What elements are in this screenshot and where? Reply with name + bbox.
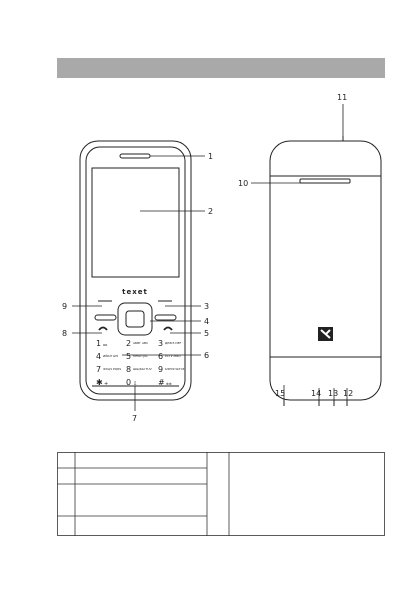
brand-badge-icon	[318, 327, 333, 341]
end-call-icon	[163, 326, 173, 331]
brand-logo: texet	[122, 288, 148, 296]
callout-12: 12	[343, 389, 353, 398]
call-icon	[98, 326, 108, 331]
phone-front-view	[79, 140, 192, 401]
table-border	[57, 452, 385, 536]
svg-text:#: #	[158, 378, 165, 387]
right-function-key	[154, 314, 177, 321]
callout-3: 3	[204, 302, 209, 311]
svg-text:ФХЦЧ PQRS: ФХЦЧ PQRS	[103, 367, 121, 371]
svg-text:3: 3	[158, 339, 163, 348]
left-function-key	[94, 314, 117, 321]
callout-13: 13	[328, 389, 338, 398]
svg-text:⇩: ⇩	[133, 381, 137, 387]
svg-text:9: 9	[158, 365, 163, 374]
phone-back-view	[269, 136, 382, 406]
callout-6: 6	[204, 351, 209, 360]
svg-text:oo: oo	[103, 343, 107, 347]
callout-14: 14	[311, 389, 321, 398]
svg-text:⊕⊕: ⊕⊕	[166, 382, 172, 386]
svg-text:ИЙКЛ GHI: ИЙКЛ GHI	[103, 353, 118, 358]
svg-text:ЬЭЮЯ WXYZ: ЬЭЮЯ WXYZ	[165, 367, 184, 371]
display-screen	[91, 167, 180, 278]
front-callout-lines	[72, 155, 205, 411]
key-0: 0⇩	[126, 378, 137, 387]
svg-text:7: 7	[96, 365, 101, 374]
back-callout-labels: 11 10 15 14 13 12	[238, 93, 353, 398]
rear-speaker-grille	[299, 178, 351, 184]
svg-text:4: 4	[96, 352, 101, 361]
svg-text:8: 8	[126, 365, 131, 374]
callout-9: 9	[62, 302, 67, 311]
callout-2: 2	[208, 207, 213, 216]
svg-text:МНОП JKL: МНОП JKL	[133, 354, 148, 358]
callout-4: 4	[204, 317, 209, 326]
svg-text:РСТУ MNO: РСТУ MNO	[165, 354, 181, 358]
svg-text:+: +	[104, 381, 108, 387]
phone-front-outer-body	[79, 140, 192, 401]
svg-text:2: 2	[126, 339, 131, 348]
svg-text:✱: ✱	[96, 378, 103, 387]
callout-1: 1	[208, 152, 213, 161]
svg-text:0: 0	[126, 378, 131, 387]
callout-11: 11	[337, 93, 347, 102]
svg-text:1: 1	[96, 339, 101, 348]
key-star: ✱+	[96, 378, 108, 387]
svg-text:АБВГ ABC: АБВГ ABC	[133, 341, 148, 345]
svg-text:6: 6	[158, 352, 163, 361]
front-callout-labels: 1 2 3 4 5 6 7 8 9	[62, 152, 213, 423]
callout-8: 8	[62, 329, 67, 338]
back-callout-lines	[251, 104, 348, 406]
earpiece-speaker	[119, 153, 151, 159]
svg-text:5: 5	[126, 352, 131, 361]
phone-back-body	[269, 140, 382, 401]
svg-text:ШЩЪЫ TUV: ШЩЪЫ TUV	[133, 367, 153, 371]
phone-front-inner-body	[85, 146, 186, 395]
callout-7: 7	[132, 414, 137, 423]
svg-text:ДЕЖЗ DEF: ДЕЖЗ DEF	[165, 341, 182, 345]
callout-10: 10	[238, 179, 248, 188]
navigation-key	[117, 302, 153, 336]
callout-15: 15	[275, 389, 285, 398]
parts-table	[57, 452, 385, 536]
navigation-center-key	[125, 310, 145, 328]
key-hash: #⊕⊕	[158, 378, 172, 387]
callout-5: 5	[204, 329, 209, 338]
section-header-bar	[57, 58, 385, 78]
